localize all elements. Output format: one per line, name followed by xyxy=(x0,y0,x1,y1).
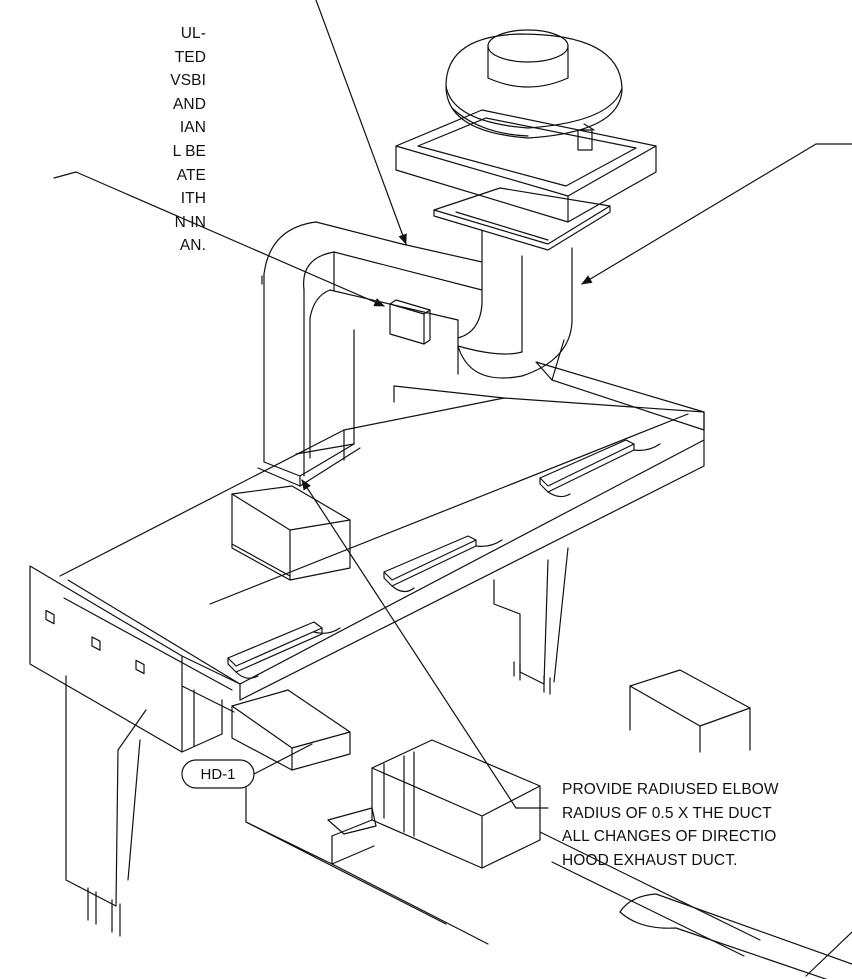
callout-leaders xyxy=(54,0,852,808)
note-line: PROVIDE RADIUSED ELBOW xyxy=(562,781,779,798)
note-line: ALL CHANGES OF DIRECTIO xyxy=(562,828,777,846)
note-line: ITH xyxy=(180,190,206,208)
kitchen-hood xyxy=(30,340,704,936)
note-line: IAN xyxy=(179,119,206,137)
upper-right-box xyxy=(630,670,750,752)
ductwork-box xyxy=(232,690,350,770)
note-line: L BE xyxy=(172,142,206,160)
ansul-cabinet xyxy=(232,486,350,580)
note-line: VSBI xyxy=(170,72,206,90)
hood-tag: HD-1 xyxy=(182,744,312,788)
hood-filters xyxy=(228,440,660,678)
note-line: AND xyxy=(172,95,206,113)
note-line: RADIUS OF 0.5 X THE DUCT xyxy=(562,804,772,822)
exhaust-duct xyxy=(258,222,572,486)
fan-housing-lower xyxy=(328,740,540,868)
note-line: AN. xyxy=(179,237,206,255)
note-line: ATE xyxy=(176,166,206,184)
lower-ductwork xyxy=(246,788,852,979)
note-line: TED xyxy=(174,48,206,66)
exhaust-fan xyxy=(446,30,622,150)
roof-curb xyxy=(396,110,656,250)
hood-tag-label: HD-1 xyxy=(200,766,235,783)
note-line: UL- xyxy=(180,25,206,42)
